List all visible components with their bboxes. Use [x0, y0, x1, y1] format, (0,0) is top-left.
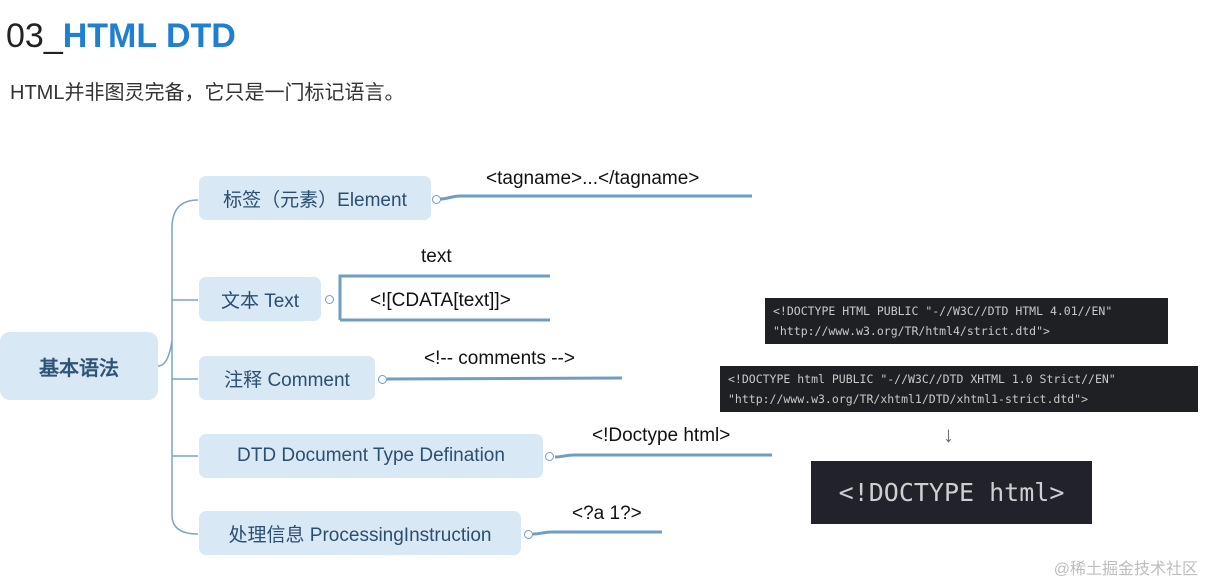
leaf-line-element — [439, 194, 752, 201]
heading-title: HTML DTD — [62, 17, 236, 55]
leaf-element-tag: <tagname>...</tagname> — [486, 168, 700, 189]
node-dtd: DTD Document Type Defination — [199, 434, 543, 478]
node-text: 文本 Text — [199, 277, 321, 321]
leaf-line-dtd — [554, 453, 772, 459]
node-comment-toggle — [378, 375, 387, 384]
leaf-text-cdata: <![CDATA[text]]> — [370, 290, 511, 311]
node-text-toggle — [325, 295, 334, 304]
leaf-text-plain: text — [421, 246, 452, 267]
leaf-comment: <!-- comments --> — [424, 348, 575, 369]
code-html4-doctype: <!DOCTYPE HTML PUBLIC "-//W3C//DTD HTML … — [765, 298, 1168, 344]
page-subtitle: HTML并非图灵完备，它只是一门标记语言。 — [10, 82, 405, 104]
node-dtd-toggle — [545, 452, 554, 461]
root-trunk — [157, 199, 199, 535]
leaf-line-comment — [386, 376, 623, 381]
leaf-processing-instruction: <?a 1?> — [572, 503, 642, 524]
node-element: 标签（元素）Element — [199, 176, 431, 220]
page-heading: 03_HTML DTD — [6, 14, 236, 58]
node-comment: 注释 Comment — [199, 356, 375, 400]
node-pi-toggle — [524, 530, 533, 539]
code-xhtml-doctype: <!DOCTYPE html PUBLIC "-//W3C//DTD XHTML… — [720, 366, 1198, 412]
node-processing-instruction: 处理信息 ProcessingInstruction — [199, 511, 521, 555]
heading-number: 03_ — [6, 17, 63, 55]
leaf-doctype: <!Doctype html> — [592, 425, 731, 446]
code-html5-doctype: <!DOCTYPE html> — [811, 461, 1092, 524]
leaf-line-pi — [532, 530, 662, 536]
node-element-toggle — [432, 195, 441, 204]
mindmap-root: 基本语法 — [0, 332, 158, 400]
leaf-bracket-text — [338, 274, 550, 322]
down-arrow-icon: ↓ — [943, 422, 954, 447]
watermark: @稀土掘金技术社区 — [1053, 561, 1198, 578]
